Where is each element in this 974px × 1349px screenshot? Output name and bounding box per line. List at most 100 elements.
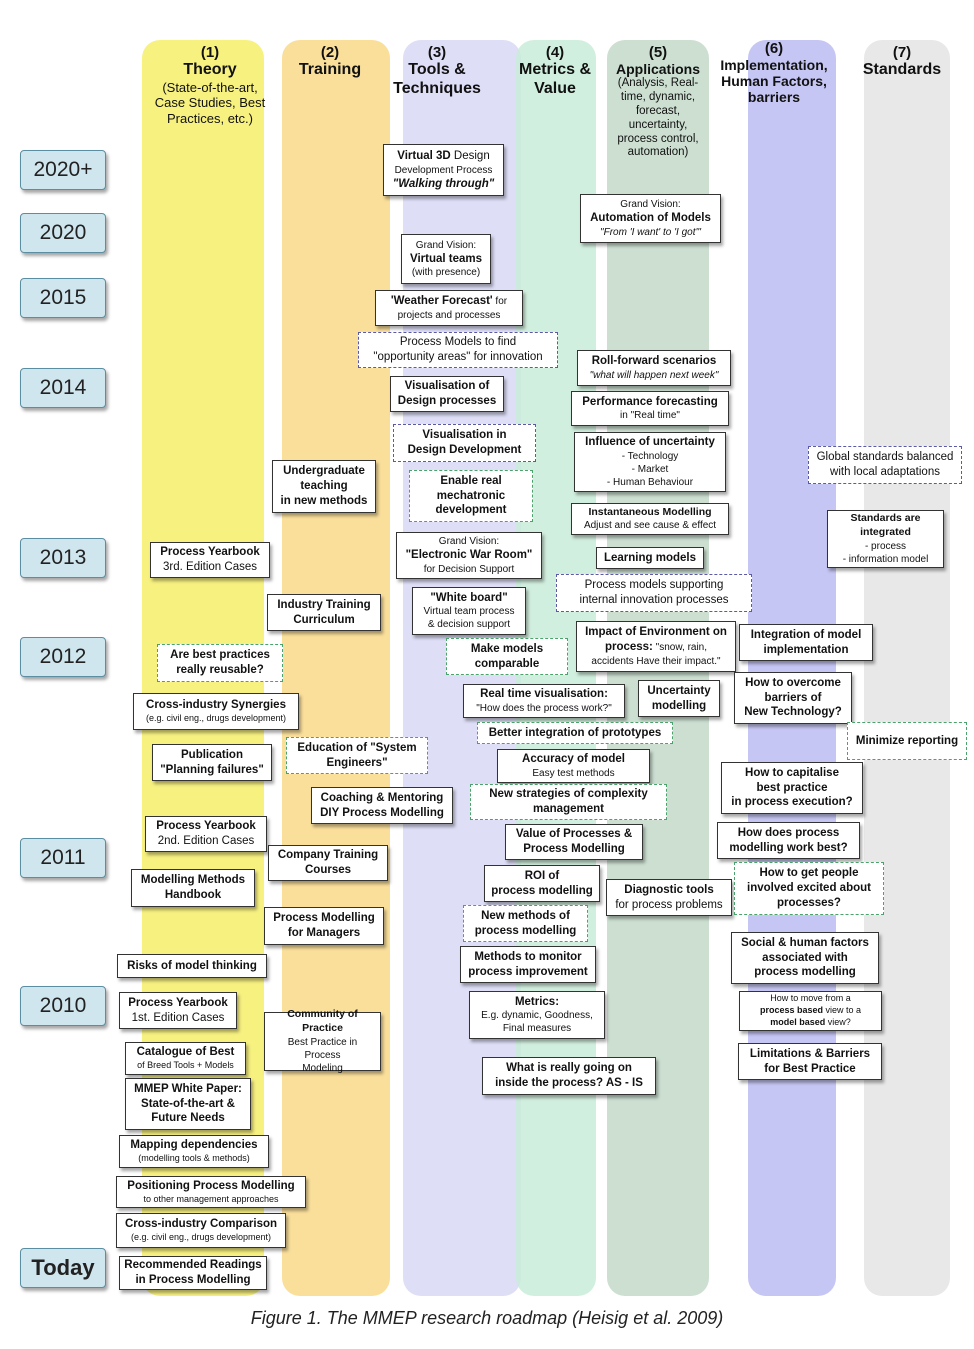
box-title: model based <box>770 1016 826 1027</box>
implementation-band <box>748 40 836 1296</box>
column-title: Training <box>298 61 362 79</box>
roadmap-box: Coaching & Mentoring DIY Process Modelli… <box>311 787 453 824</box>
column-title: Metrics & <box>518 61 592 79</box>
roadmap-box: Methods to monitor process improvement <box>460 946 596 983</box>
year-label-2012: 2012 <box>20 637 106 677</box>
roadmap-box: Recommended Readings in Process Modellin… <box>119 1256 267 1290</box>
box-title: Process Modelling <box>523 843 625 855</box>
box-text: 1st. Edition Cases <box>131 1011 225 1024</box>
box-text: for process problems <box>615 898 723 911</box>
box-title: process based <box>759 1005 823 1016</box>
roadmap-box: How to get people involved excited about… <box>734 862 884 915</box>
box-title: Limitations & Barriers <box>749 1047 871 1060</box>
roadmap-box: Process Models to find "opportunity area… <box>358 332 558 368</box>
roadmap-box: Real time visualisation: "How does the p… <box>463 684 625 718</box>
box-title: Influence of uncertainty <box>585 436 715 449</box>
box-text: 3rd. Edition Cases <box>163 561 257 573</box>
box-text: of Breed Tools + Models <box>137 1060 234 1071</box>
box-title: Make models <box>470 642 544 655</box>
roadmap-box: Company Training Courses <box>268 845 388 881</box>
column-number: (5) <box>648 44 668 61</box>
box-text: Development Process <box>394 164 493 176</box>
column-number: (1) <box>200 44 220 61</box>
column-sub: process control, <box>617 132 699 145</box>
column-sub: forecast, <box>635 104 681 117</box>
box-title: "Planning failures" <box>160 763 264 776</box>
box-title: Impact of Environment on <box>585 626 727 639</box>
roadmap-box: Standards are integrated - process - inf… <box>827 510 944 568</box>
roadmap-box: Accuracy of model Easy test methods <box>497 749 650 783</box>
box-title: What is really going on <box>506 1062 632 1075</box>
box-title: State-of-the-art & <box>141 1097 235 1110</box>
box-title: teaching <box>300 480 348 493</box>
box-title: ROI of <box>524 869 560 882</box>
box-text: & decision support <box>427 619 511 631</box>
box-title: Process Yearbook <box>128 996 228 1009</box>
roadmap-box: What is really going on inside the proce… <box>482 1057 656 1095</box>
roadmap-box: Metrics: E.g. dynamic, Goodness, Final m… <box>469 991 605 1039</box>
box-title: Social & human factors <box>741 936 869 949</box>
box-text: - Technology <box>621 450 679 462</box>
box-title: Community of <box>287 1008 358 1021</box>
roadmap-box: Uncertainty modelling <box>638 680 720 717</box>
roadmap-box: Value of Processes & Process Modelling <box>505 824 643 860</box>
box-title: comparable <box>474 657 540 670</box>
box-text: Modeling <box>302 1062 343 1074</box>
box-text: Easy test methods <box>532 767 615 779</box>
roadmap-box: Limitations & Barriers for Best Practice <box>738 1043 882 1080</box>
box-title: implementation <box>763 643 849 656</box>
box-title: modelling work best? <box>729 841 848 854</box>
roadmap-box: 'Weather Forecast' for projects and proc… <box>375 290 523 326</box>
box-title: development <box>435 504 507 517</box>
column-title: Human Factors, <box>721 73 827 90</box>
box-title: Design Development <box>407 444 522 456</box>
box-title: Visualisation of <box>404 380 490 393</box>
box-title: Design processes <box>397 395 497 407</box>
box-title: process improvement <box>468 965 588 978</box>
column-number: (6) <box>764 40 784 57</box>
column-title: Tools & <box>408 61 466 79</box>
box-title: mechatronic <box>436 489 506 502</box>
box-title: Cross-industry Synergies <box>146 699 286 712</box>
box-text: internal innovation processes <box>579 594 729 606</box>
box-title: Process Yearbook <box>160 546 260 559</box>
standards-band <box>864 40 950 1296</box>
roadmap-box: How does process modelling work best? <box>717 822 860 859</box>
roadmap-box: New methods of process modelling <box>463 905 588 942</box>
column-number: (4) <box>545 44 565 61</box>
box-title: in new methods <box>280 494 368 507</box>
box-text: E.g. dynamic, Goodness, <box>481 1010 593 1022</box>
box-text: - Market <box>631 463 669 475</box>
roadmap-box: Impact of Environment on process: "snow,… <box>576 621 736 672</box>
box-title: Learning models <box>603 551 697 564</box>
box-title: process modelling <box>491 884 593 897</box>
box-title: process: <box>604 641 653 653</box>
roadmap-box: Virtual 3D Design Development Process "W… <box>383 144 504 196</box>
box-text: view to a <box>823 1005 862 1016</box>
box-title: Catalogue of Best <box>136 1046 235 1059</box>
roadmap-box: Grand Vision: Automation of Models "From… <box>580 194 721 243</box>
box-title: Recommended Readings <box>124 1259 262 1272</box>
box-title: Roll-forward scenarios <box>591 355 717 368</box>
box-title: process modelling <box>754 966 856 979</box>
box-text: Grand Vision: <box>415 239 477 251</box>
box-title: Metrics: <box>514 995 560 1008</box>
column-title: Applications <box>615 61 700 78</box>
roadmap-box: Are best practices really reusable? <box>157 644 283 682</box>
box-text: projects and processes <box>397 309 501 321</box>
box-title: inside the process? AS - IS <box>495 1077 643 1089</box>
box-title: DIY Process Modelling <box>320 806 444 819</box>
roadmap-box: Community of Practice Best Practice in P… <box>264 1008 381 1074</box>
box-title: for Managers <box>287 927 361 939</box>
year-label-2020plus: 2020+ <box>20 150 106 190</box>
box-title: Visualisation in <box>422 429 507 442</box>
box-text: "snow, rain, <box>652 642 708 653</box>
box-title: Value of Processes & <box>515 828 633 841</box>
roadmap-box: Grand Vision: Virtual teams (with presen… <box>401 234 491 284</box>
column-sub: time, dynamic, <box>620 91 696 104</box>
year-label-2015: 2015 <box>20 278 106 318</box>
roadmap-box: Learning models <box>596 547 704 569</box>
box-title: barriers of <box>764 691 822 704</box>
box-title: in Process Modelling <box>135 1274 251 1286</box>
box-text: Virtual team process <box>423 606 515 618</box>
